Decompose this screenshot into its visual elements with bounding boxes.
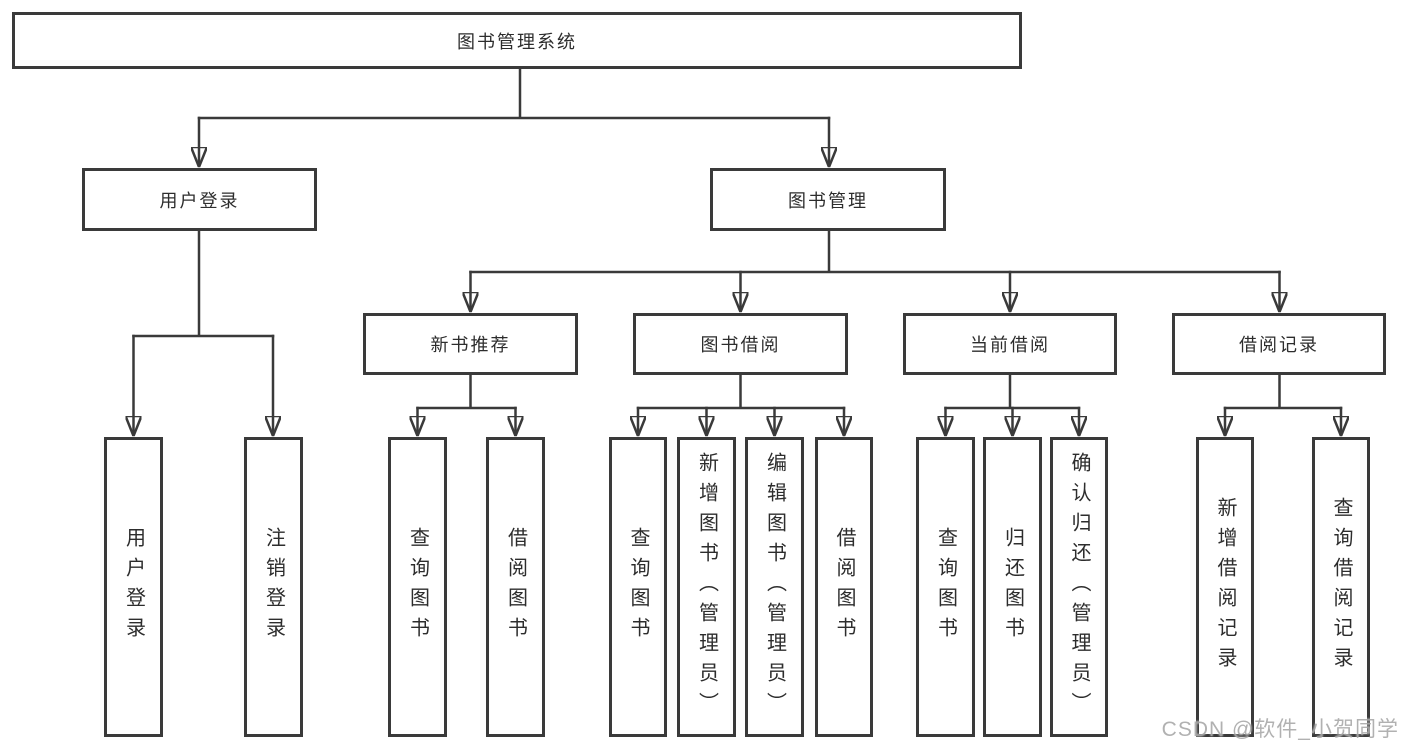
leaf-user-login-label: 用户登录: [122, 527, 145, 647]
leaf-borrowing-query-books-label: 查询图书: [627, 527, 649, 647]
leaf-current-confirm-return-admin-label: 确认归还（管理员）: [1068, 452, 1090, 722]
leaf-records-add-record: 新增借阅记录: [1196, 437, 1254, 737]
node-user-login-label: 用户登录: [159, 190, 240, 211]
leaf-borrowing-edit-books-admin-label: 编辑图书（管理员）: [763, 452, 786, 722]
leaf-borrowing-add-books-admin-label: 新增图书（管理员）: [695, 452, 718, 722]
leaf-borrowing-add-books-admin: 新增图书（管理员）: [677, 437, 736, 737]
connector-book-borrowing-group: [638, 373, 844, 437]
leaf-current-query-books: 查询图书: [916, 437, 975, 737]
node-book-borrowing: 图书借阅: [633, 313, 848, 375]
leaf-borrowing-edit-books-admin: 编辑图书（管理员）: [745, 437, 804, 737]
leaf-newbook-borrow-books-label: 借阅图书: [504, 527, 527, 647]
leaf-current-return-books-label: 归还图书: [1001, 527, 1024, 647]
leaf-borrowing-query-books: 查询图书: [609, 437, 667, 737]
leaf-newbook-borrow-books: 借阅图书: [486, 437, 545, 737]
node-book-mgmt: 图书管理: [710, 168, 946, 231]
node-current-borrowing-label: 当前借阅: [970, 335, 1050, 355]
connector-root-to-level2: [199, 66, 829, 168]
leaf-current-query-books-label: 查询图书: [934, 527, 957, 647]
leaf-records-query-record: 查询借阅记录: [1312, 437, 1370, 737]
node-borrowing-records: 借阅记录: [1172, 313, 1386, 375]
leaf-user-login: 用户登录: [104, 437, 163, 737]
node-book-mgmt-label: 图书管理: [788, 190, 868, 211]
leaf-current-return-books: 归还图书: [983, 437, 1042, 737]
node-new-book-recommend: 新书推荐: [363, 313, 578, 375]
leaf-newbook-query-books-label: 查询图书: [406, 527, 429, 647]
leaf-records-query-record-label: 查询借阅记录: [1330, 497, 1352, 677]
connector-book-mgmt-to-level3: [471, 228, 1280, 313]
node-current-borrowing: 当前借阅: [903, 313, 1117, 375]
leaf-current-confirm-return-admin: 确认归还（管理员）: [1050, 437, 1108, 737]
leaf-logout: 注销登录: [244, 437, 303, 737]
node-user-login: 用户登录: [82, 168, 317, 231]
connector-current-borrowing-group: [946, 373, 1080, 437]
leaf-borrowing-borrow-books: 借阅图书: [815, 437, 873, 737]
connector-user-login-group: [134, 228, 274, 437]
connector-new-book-group: [418, 373, 516, 437]
leaf-logout-label: 注销登录: [262, 527, 285, 647]
leaf-borrowing-borrow-books-label: 借阅图书: [833, 527, 855, 647]
leaf-newbook-query-books: 查询图书: [388, 437, 447, 737]
csdn-watermark: CSDN @软件_小贺同学: [1161, 718, 1399, 741]
node-borrowing-records-label: 借阅记录: [1239, 335, 1319, 355]
connector-borrowing-records-group: [1225, 373, 1341, 437]
node-root-label: 图书管理系统: [457, 31, 577, 52]
node-book-borrowing-label: 图书借阅: [700, 335, 781, 355]
node-new-book-recommend-label: 新书推荐: [430, 335, 511, 355]
node-root: 图书管理系统: [12, 12, 1022, 69]
leaf-records-add-record-label: 新增借阅记录: [1214, 497, 1236, 677]
